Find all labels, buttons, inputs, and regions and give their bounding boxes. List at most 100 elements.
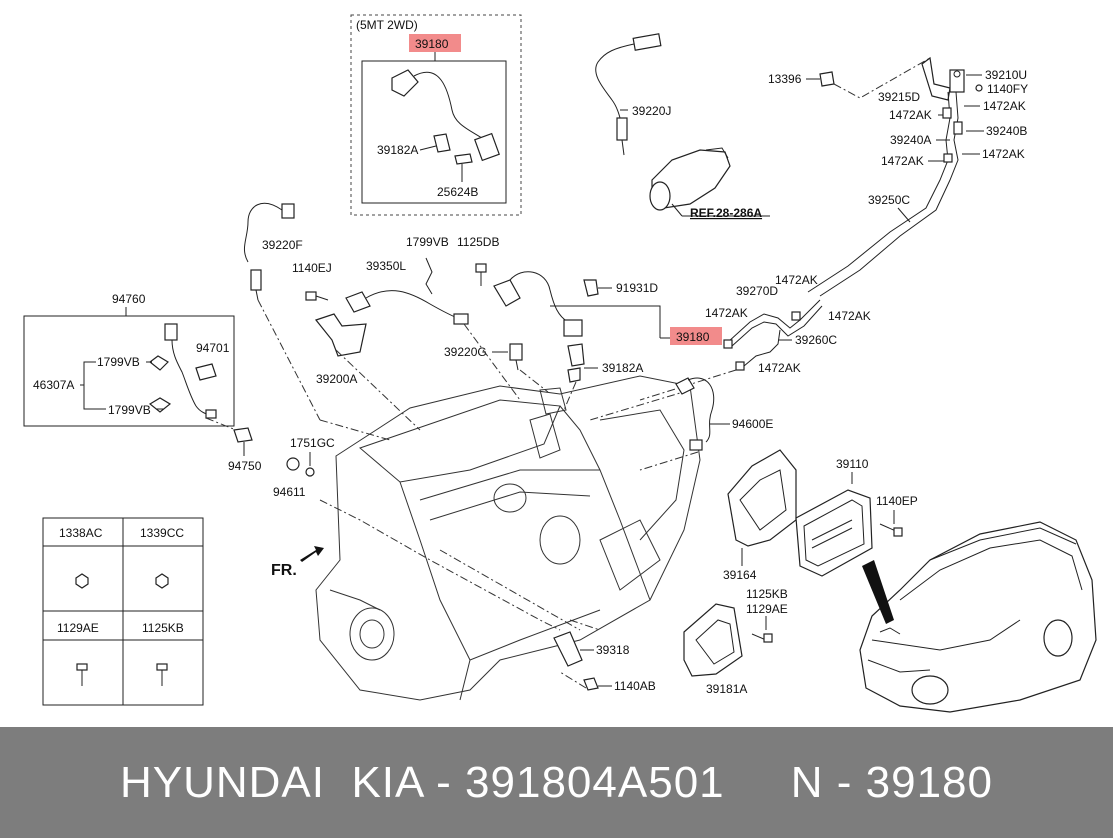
bolt-1125KB — [751, 633, 773, 643]
bracket-39215D — [921, 56, 951, 101]
reference-label: REF.28-286A — [690, 206, 762, 220]
sensor-94750 — [233, 427, 253, 443]
part-label-1140EJ: 1140EJ — [292, 261, 332, 275]
part-label-39110: 39110 — [836, 457, 869, 471]
ecu-39110 — [795, 489, 873, 577]
part-label-1472AK-b: 1472AK — [889, 108, 932, 122]
part-number-text: HYUNDAI KIA - 391804A501 N - 39180 — [119, 757, 993, 807]
parts-diagram: (5MT 2WD) 39180 39182A 25624B 39220J REF… — [23, 14, 1097, 713]
clip-25624B — [454, 153, 473, 182]
part-label-39220F: 39220F — [262, 238, 303, 252]
knock-sensor-39350L — [345, 290, 469, 325]
inset-inner-frame — [361, 60, 507, 204]
legend-cell-1125KB: 1125KB — [142, 621, 184, 635]
engine-block — [315, 375, 701, 701]
part-label-1140FY: 1140FY — [987, 82, 1028, 96]
clip-1799VB-top — [425, 257, 433, 295]
bolt-1125DB — [475, 263, 487, 286]
part-label-1472AK-f: 1472AK — [705, 306, 748, 320]
part-label-39182A-mid: 39182A — [602, 361, 643, 375]
part-label-39240A: 39240A — [890, 133, 931, 147]
part-label-94750: 94750 — [228, 459, 262, 473]
part-label-39350L: 39350L — [366, 259, 406, 273]
sensor-inset-frame — [23, 315, 235, 427]
variant-label: (5MT 2WD) — [356, 18, 418, 32]
clip-91931D — [583, 279, 599, 297]
cam-sensor-39180-mid — [493, 271, 583, 337]
part-label-39260C: 39260C — [795, 333, 837, 347]
part-label-1472AK-d: 1472AK — [982, 147, 1025, 161]
highlight-box-39180-mid — [670, 327, 722, 345]
part-label-39220G: 39220G — [444, 345, 487, 359]
legend-cell-1338AC: 1338AC — [59, 526, 103, 540]
part-label-39250C: 39250C — [868, 193, 910, 207]
fastener-legend: 1338AC 1339CC 1129AE 1125KB — [42, 517, 204, 706]
crank-sensor-39180-top — [391, 69, 500, 162]
part-label-1472AK-c: 1472AK — [881, 154, 924, 168]
bracket-39182A-mid — [567, 343, 585, 383]
bracket-39182A-top — [419, 133, 451, 153]
part-label-1799VB-top: 1799VB — [406, 235, 449, 249]
part-label-39180-mid: 39180 — [676, 330, 710, 344]
variant-inset-frame — [350, 14, 522, 216]
sensor-harness-94760 — [148, 323, 217, 419]
part-label-46307A: 46307A — [33, 378, 74, 392]
part-label-91931D: 91931D — [616, 281, 658, 295]
sensor-39318 — [553, 631, 583, 667]
bolt-1140AB — [583, 677, 599, 691]
part-label-13396: 13396 — [768, 72, 802, 86]
legend-cell-1339CC: 1339CC — [140, 526, 184, 540]
bolt-icon-1129AE — [76, 663, 88, 686]
part-label-1799VB-a: 1799VB — [97, 355, 140, 369]
part-label-39220J: 39220J — [632, 104, 671, 118]
part-label-1472AK-a: 1472AK — [983, 99, 1026, 113]
part-label-39240B: 39240B — [986, 124, 1027, 138]
sensor-94600E — [675, 377, 715, 451]
part-label-1140AB: 1140AB — [614, 679, 656, 693]
front-arrow-icon — [300, 546, 324, 562]
legend-cell-1129AE: 1129AE — [57, 621, 99, 635]
front-direction-label: FR. — [271, 562, 297, 579]
vacuum-hose-39270D — [723, 299, 823, 349]
part-label-94600E: 94600E — [732, 417, 773, 431]
part-label-39181A: 39181A — [706, 682, 747, 696]
part-label-1751GC: 1751GC — [290, 436, 335, 450]
part-number-footer: HYUNDAI KIA - 391804A501 N - 39180 — [0, 727, 1113, 838]
part-label-94611: 94611 — [273, 485, 306, 499]
nut-icon-1339CC — [155, 573, 169, 589]
catalytic-converter — [649, 147, 731, 211]
part-label-39182A-top: 39182A — [377, 143, 418, 157]
part-label-94760: 94760 — [112, 292, 146, 306]
vacuum-hose-assembly-39250C — [807, 91, 963, 297]
highlight-box-39180-top — [409, 34, 461, 52]
part-label-94701: 94701 — [196, 341, 230, 355]
oxygen-sensor-39220F — [243, 202, 295, 301]
part-label-39215D: 39215D — [878, 90, 920, 104]
cover-39181A — [683, 603, 743, 677]
vacuum-hose-39260C — [743, 329, 781, 367]
part-label-39200A: 39200A — [316, 372, 357, 386]
nut-icon-1338AC — [75, 573, 89, 589]
part-label-1125DB: 1125DB — [457, 235, 499, 249]
part-label-39270D: 39270D — [736, 284, 778, 298]
bracket-39200A — [314, 313, 367, 357]
oxygen-sensor-39220J — [595, 33, 662, 156]
part-label-1472AK-g: 1472AK — [828, 309, 871, 323]
bolt-1140EJ — [305, 291, 329, 301]
part-label-39318: 39318 — [596, 643, 630, 657]
oxygen-sensor-39220G — [509, 343, 523, 371]
part-label-39180-top: 39180 — [415, 37, 449, 51]
part-label-1140EP: 1140EP — [876, 494, 918, 508]
part-label-39210U: 39210U — [985, 68, 1027, 82]
part-label-25624B: 25624B — [437, 185, 478, 199]
part-label-1799VB-b: 1799VB — [108, 403, 151, 417]
part-label-1472AK-e: 1472AK — [775, 273, 818, 287]
part-label-39164: 39164 — [723, 568, 757, 582]
part-label-1125KB-right: 1125KB — [746, 587, 788, 601]
bolt-1140EP — [879, 523, 903, 537]
vehicle-illustration — [859, 521, 1097, 713]
location-arrow — [862, 560, 894, 624]
part-label-1129AE-right: 1129AE — [746, 602, 788, 616]
clip-13396 — [819, 71, 835, 87]
part-label-1472AK-h: 1472AK — [758, 361, 801, 375]
